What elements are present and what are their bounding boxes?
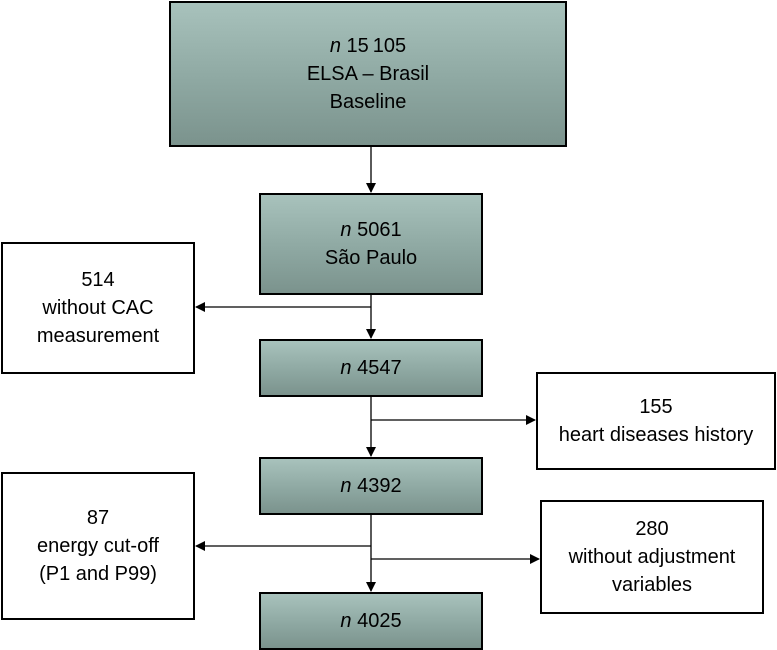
exclusion-reason: energy cut-off — [37, 535, 159, 557]
baseline-n: n 15 105 — [330, 32, 406, 60]
exclusion-adjustment-box: 280 without adjustment variables — [540, 500, 764, 614]
exclusion-heart-box: 155 heart diseases history — [536, 372, 776, 470]
n-value: 4547 — [357, 357, 402, 379]
baseline-box: n 15 105 ELSA – Brasil Baseline — [169, 1, 567, 147]
n4392-n: n 4392 — [340, 472, 401, 500]
sao-paulo-n: n 5061 — [340, 216, 401, 244]
exclusion-reason-cont: variables — [611, 574, 693, 596]
n-prefix: n — [340, 610, 352, 632]
n-value: 15 105 — [346, 35, 407, 57]
exclusion-count: 514 — [81, 269, 115, 291]
n-value: 5061 — [357, 219, 402, 241]
exclusion-count: 155 — [639, 396, 673, 418]
n4547-n: n 4547 — [340, 354, 401, 382]
n4392-box: n 4392 — [259, 457, 483, 515]
n4547-box: n 4547 — [259, 339, 483, 397]
n4025-n: n 4025 — [340, 607, 401, 635]
exclusion-reason: without CAC — [42, 297, 154, 319]
n-prefix: n — [340, 475, 352, 497]
n-prefix: n — [340, 219, 352, 241]
exclusion-reason: without adjustment — [568, 546, 736, 568]
exclusion-reason-cont: (P1 and P99) — [39, 563, 157, 585]
exclusion-reason: heart diseases history — [558, 424, 754, 446]
exclusion-cac-box: 514 without CAC measurement — [1, 242, 195, 374]
exclusion-count: 280 — [635, 518, 669, 540]
n-value: 4392 — [357, 475, 402, 497]
sao-paulo-box: n 5061 São Paulo — [259, 193, 483, 295]
sao-paulo-label: São Paulo — [324, 247, 418, 269]
exclusion-count: 87 — [86, 507, 110, 529]
n-prefix: n — [340, 357, 352, 379]
exclusion-energy-box: 87 energy cut-off (P1 and P99) — [1, 472, 195, 620]
exclusion-reason-cont: measurement — [36, 325, 160, 347]
n4025-box: n 4025 — [259, 592, 483, 650]
n-value: 4025 — [357, 610, 402, 632]
n-prefix: n — [329, 35, 341, 57]
baseline-label: Baseline — [329, 91, 407, 113]
baseline-study-name: ELSA – Brasil — [306, 63, 430, 85]
